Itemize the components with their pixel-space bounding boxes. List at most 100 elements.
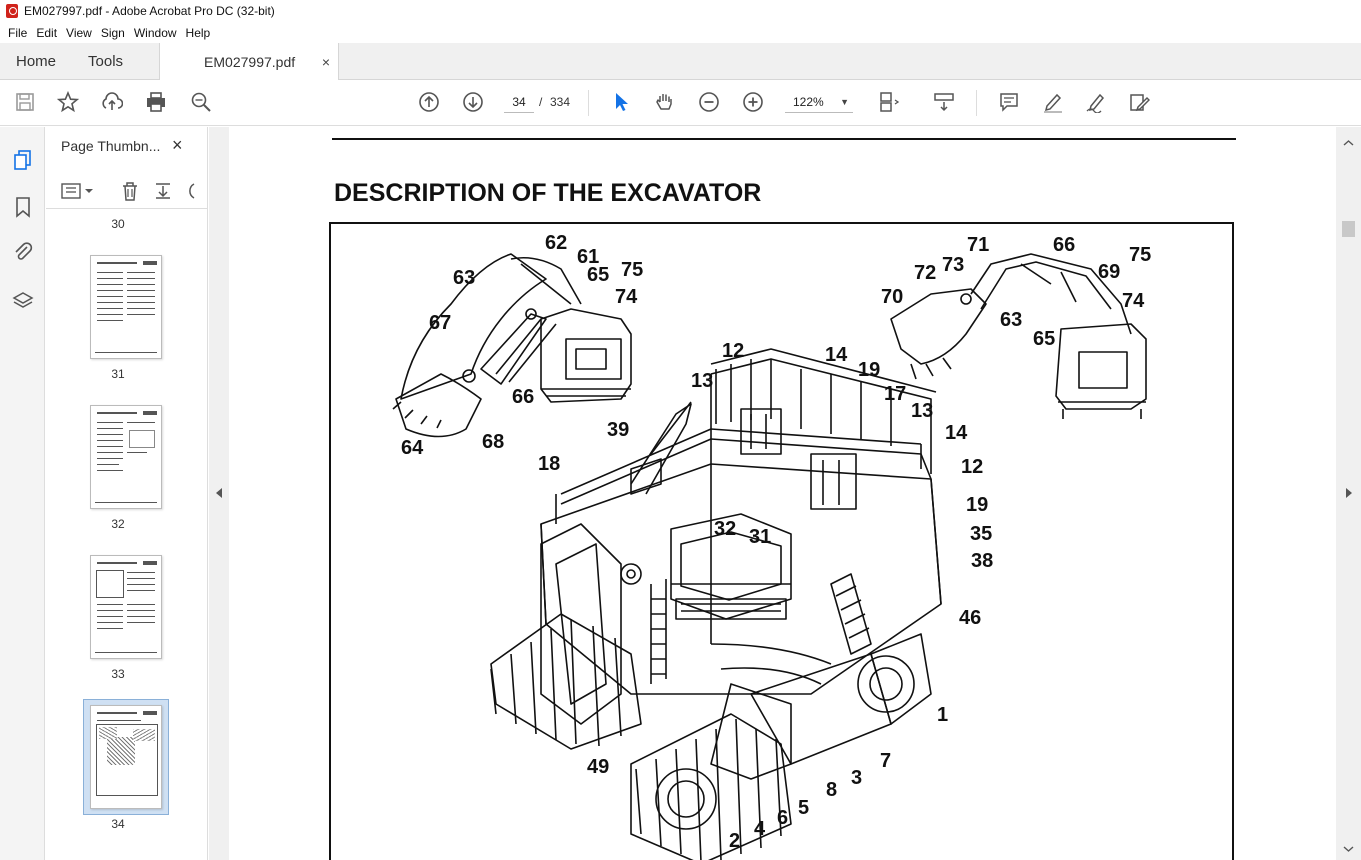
page-number-input[interactable]: 34 <box>504 91 534 113</box>
thumbnail-page-selected[interactable] <box>90 705 162 809</box>
callout-label: 12 <box>961 456 984 478</box>
upload-icon[interactable] <box>100 91 124 113</box>
menu-bar: File Edit View Sign Window Help <box>0 22 1361 43</box>
scroll-mode-icon[interactable] <box>932 91 956 113</box>
callout-label: 14 <box>945 422 968 444</box>
callout-label: 39 <box>607 419 630 441</box>
zoom-select[interactable]: 122% ▼ <box>785 91 853 113</box>
attachment-icon[interactable] <box>11 240 35 264</box>
callout-label: 32 <box>714 518 737 540</box>
callout-label: 12 <box>722 340 745 362</box>
thumbnail-page-number: 33 <box>111 667 125 681</box>
close-tab-icon[interactable]: × <box>321 54 331 70</box>
panel-collapse-strip[interactable] <box>209 127 229 860</box>
redact-icon[interactable] <box>1127 91 1151 113</box>
zoom-value: 122% <box>793 95 824 109</box>
thumbnail-panel-title: Page Thumbn... <box>61 138 161 154</box>
document-heading: DESCRIPTION OF THE EXCAVATOR <box>334 179 762 207</box>
callout-label: 19 <box>858 359 881 381</box>
callout-label: 14 <box>825 344 848 366</box>
callout-label: 70 <box>881 286 904 308</box>
collapse-left-icon[interactable] <box>214 487 224 499</box>
toolbar-divider <box>976 90 977 116</box>
callout-label: 75 <box>1129 244 1152 266</box>
hand-icon[interactable] <box>653 91 677 113</box>
thumbnail-options-icon[interactable] <box>61 182 95 200</box>
callout-label: 65 <box>587 264 610 286</box>
left-nav-rail <box>0 127 45 860</box>
callout-label: 2 <box>729 830 741 852</box>
menu-edit[interactable]: Edit <box>36 25 58 40</box>
callout-label: 66 <box>1053 234 1076 256</box>
sign-icon[interactable] <box>1084 91 1108 113</box>
arrow-down-circle-icon[interactable] <box>461 91 485 113</box>
menu-sign[interactable]: Sign <box>100 25 125 40</box>
layers-icon[interactable] <box>11 289 35 313</box>
window-title: EM027997.pdf - Adobe Acrobat Pro DC (32-… <box>24 4 275 18</box>
title-bar: EM027997.pdf - Adobe Acrobat Pro DC (32-… <box>0 0 1361 22</box>
callout-label: 38 <box>971 550 994 572</box>
callout-label: 73 <box>942 254 965 276</box>
callout-label: 46 <box>959 607 982 629</box>
tab-tools[interactable]: Tools <box>88 53 124 70</box>
callout-label: 74 <box>615 286 638 308</box>
callout-label: 5 <box>798 797 810 819</box>
callout-label: 64 <box>401 437 424 459</box>
chevron-down-icon: ▼ <box>840 97 849 107</box>
callout-label: 67 <box>429 312 452 334</box>
fit-page-icon[interactable] <box>877 91 901 113</box>
document-scrollbar[interactable] <box>1336 127 1361 860</box>
thumbnail-page[interactable] <box>90 555 162 659</box>
callout-label: 69 <box>1098 261 1121 283</box>
callout-label: 63 <box>453 267 476 289</box>
menu-help[interactable]: Help <box>185 25 211 40</box>
scroll-up-icon[interactable] <box>1343 139 1354 147</box>
scroll-down-icon[interactable] <box>1343 845 1354 853</box>
menu-view[interactable]: View <box>66 25 92 40</box>
menu-file[interactable]: File <box>8 25 28 40</box>
callout-label: 17 <box>884 383 907 405</box>
thumbnail-page-number: 32 <box>111 517 125 531</box>
bookmark-icon[interactable] <box>11 195 35 219</box>
tab-document[interactable]: EM027997.pdf × <box>159 43 340 81</box>
zoom-search-icon[interactable] <box>189 91 213 113</box>
menu-window[interactable]: Window <box>133 25 177 40</box>
rotate-icon[interactable] <box>184 181 196 201</box>
callout-label: 31 <box>749 526 772 548</box>
callout-label: 6 <box>777 807 789 829</box>
minus-circle-icon[interactable] <box>697 91 721 113</box>
main-toolbar <box>0 80 1361 126</box>
callout-label: 13 <box>911 400 934 422</box>
callout-label: 72 <box>914 262 937 284</box>
callout-label: 1 <box>937 704 949 726</box>
tab-home[interactable]: Home <box>16 53 57 70</box>
thumbnail-page-number: 31 <box>111 367 125 381</box>
trash-icon[interactable] <box>120 181 140 201</box>
thumbnail-page[interactable] <box>90 405 162 509</box>
callout-label: 66 <box>512 386 535 408</box>
insert-pages-icon[interactable] <box>153 181 173 201</box>
expand-right-icon[interactable] <box>1345 487 1353 499</box>
print-icon[interactable] <box>144 91 168 113</box>
page-thumbnails-icon[interactable] <box>11 148 35 172</box>
excavator-figure: 62 61 65 75 63 74 67 66 64 68 71 66 72 7… <box>329 222 1234 860</box>
callout-label: 65 <box>1033 328 1056 350</box>
scroll-thumb[interactable] <box>1342 221 1355 237</box>
callout-label: 4 <box>754 818 766 840</box>
callout-label: 68 <box>482 431 505 453</box>
cursor-arrow-icon[interactable] <box>609 91 633 113</box>
star-icon[interactable] <box>56 91 80 113</box>
plus-circle-icon[interactable] <box>741 91 765 113</box>
thumbnail-page[interactable] <box>90 255 162 359</box>
callout-label: 75 <box>621 259 644 281</box>
save-icon[interactable] <box>13 91 37 113</box>
thumbnail-page-number: 30 <box>111 217 125 231</box>
callout-label: 49 <box>587 756 610 778</box>
callout-label: 8 <box>826 779 838 801</box>
close-panel-icon[interactable]: × <box>172 135 183 155</box>
comment-icon[interactable] <box>997 91 1021 113</box>
callout-label: 61 <box>577 246 600 268</box>
arrow-up-circle-icon[interactable] <box>417 91 441 113</box>
acrobat-icon <box>6 4 18 18</box>
highlight-pen-icon[interactable] <box>1041 91 1065 113</box>
